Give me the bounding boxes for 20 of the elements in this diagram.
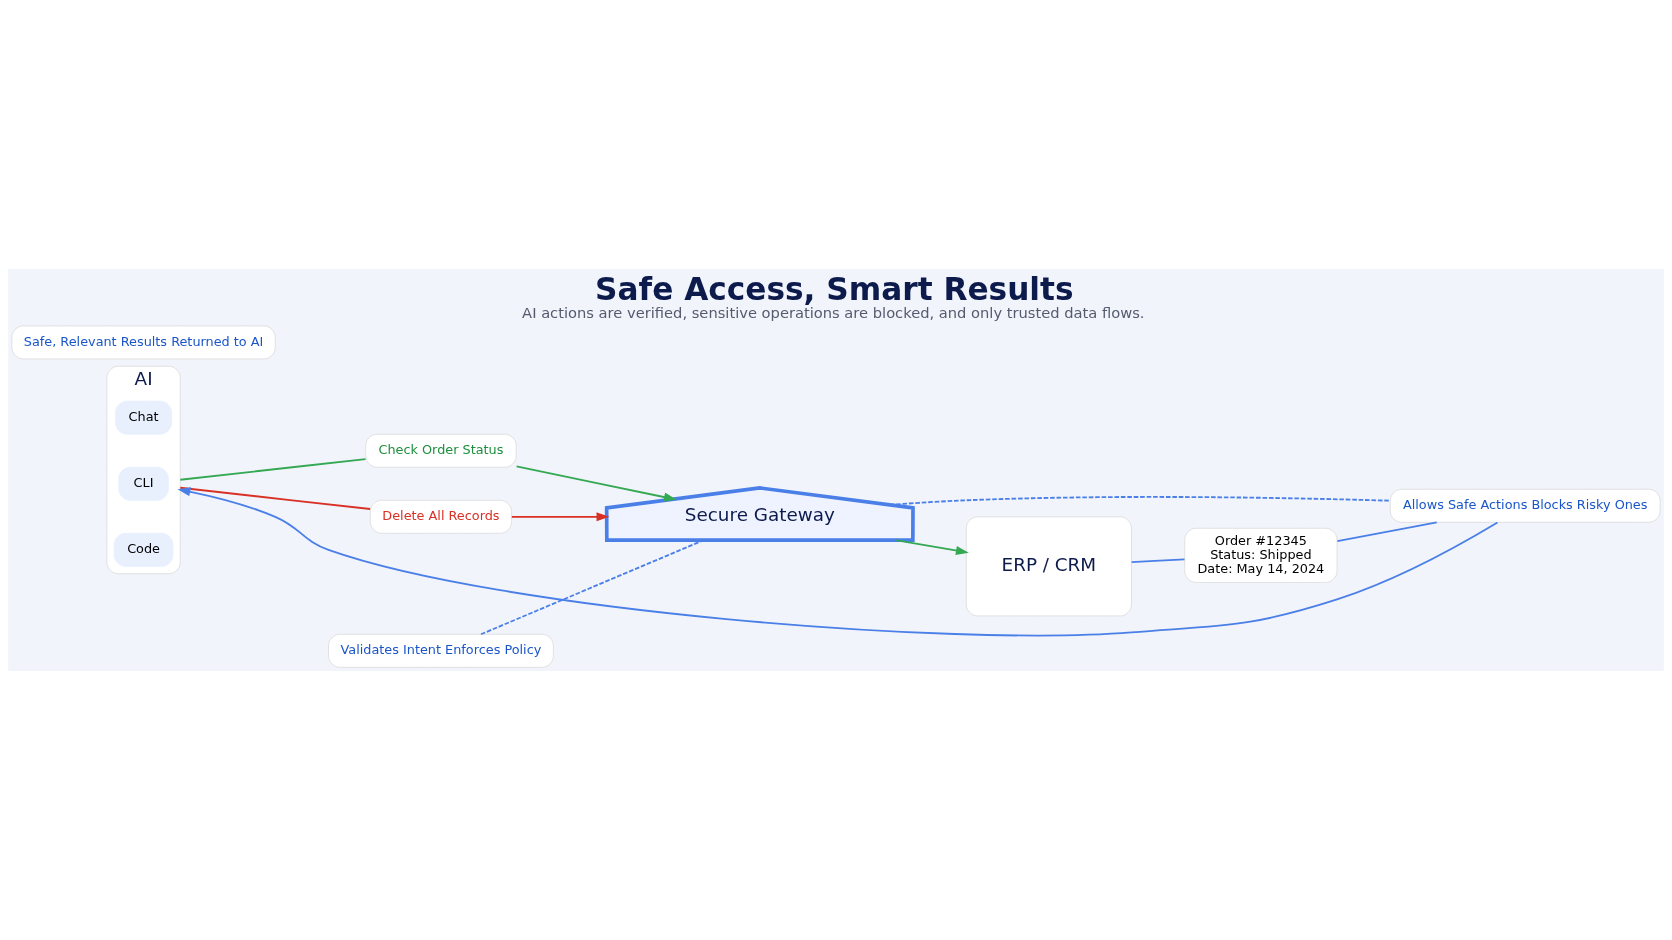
arrow: [515, 465, 677, 502]
arrow: [177, 487, 1499, 637]
node-box: Check Order Status: [365, 433, 517, 468]
node-box: CLI: [118, 466, 169, 501]
connector: [888, 496, 1391, 506]
node-box: Code: [113, 532, 174, 567]
connector: [179, 458, 367, 481]
node-box: Delete All Records: [369, 499, 513, 534]
connector: [480, 539, 705, 636]
arrow: [510, 512, 610, 522]
connector: [179, 486, 372, 510]
node-box: Order #12345 Status: Shipped Date: May 14, 2024: [1184, 527, 1338, 583]
connector: [1336, 521, 1438, 542]
node-box: Chat: [115, 400, 172, 435]
node-box: Validates Intent Enforces Policy: [328, 633, 554, 668]
arrow: [895, 539, 969, 555]
connector: [1130, 558, 1186, 563]
node-box: Safe, Relevant Results Returned to AI: [11, 325, 276, 360]
node-box: ERP / CRM: [965, 516, 1132, 617]
node-box: Allows Safe Actions Blocks Risky Ones: [1389, 488, 1661, 523]
